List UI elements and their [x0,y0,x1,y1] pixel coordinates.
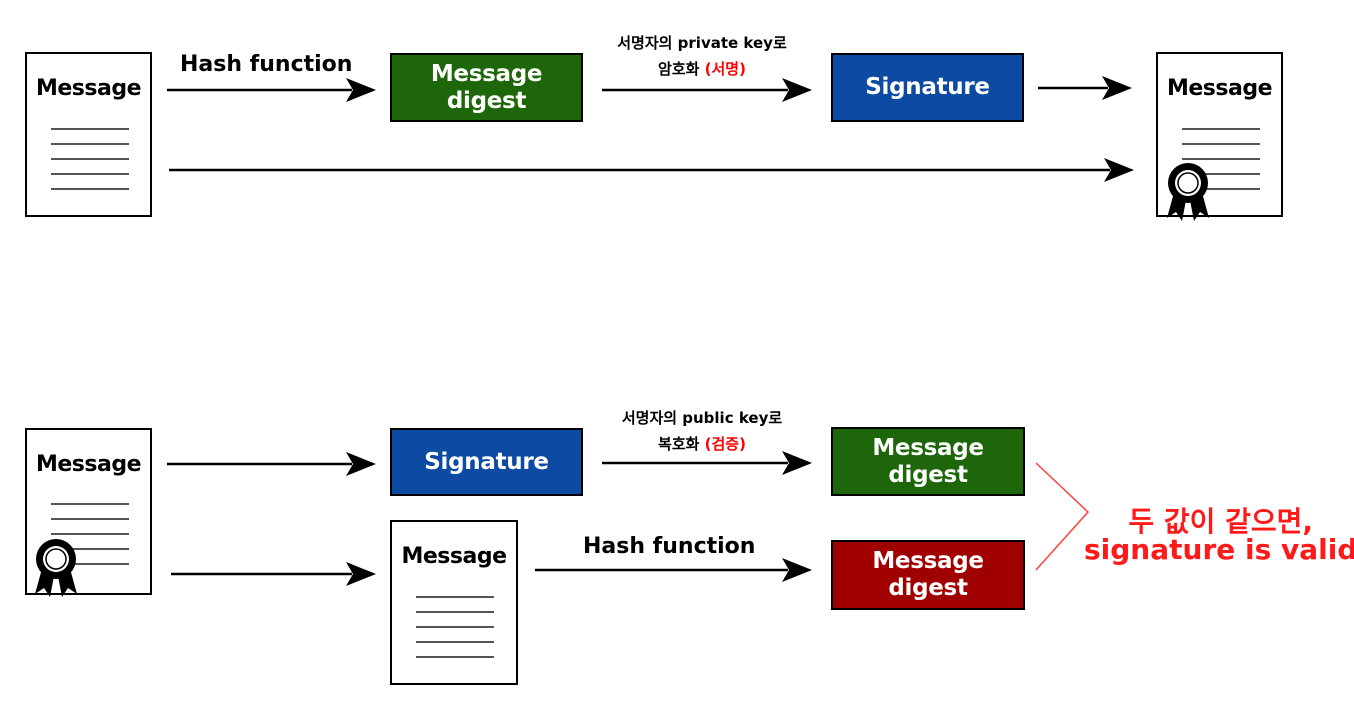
doc-text-line [1182,143,1260,145]
comparison-brace [1035,462,1090,571]
arrow-to-plain-message [171,562,376,586]
doc-text-line [416,656,494,658]
doc-text-line [1182,158,1260,160]
doc-text-line [416,611,494,613]
message-digest-box-top-label: Message digest [430,60,543,114]
doc-text-line [51,563,129,565]
source-message-title: Message [35,76,142,101]
message-digest-box-decrypted: Message digest [831,427,1025,496]
decrypt-text: 복호화 [658,435,700,453]
doc-text-line [51,533,129,535]
message-digest-hashed-label: Message digest [872,548,984,601]
validity-conclusion: 두 값이 같으면, signature is valid [1084,508,1354,564]
conclusion-line-2: signature is valid [1084,533,1354,566]
doc-text-line [416,626,494,628]
doc-text-line [51,128,129,130]
signature-box-top-label: Signature [865,74,990,100]
doc-text-line [51,188,129,190]
signature-box-top: Signature [831,53,1024,122]
verify-highlight: (검증) [704,435,746,453]
message-digest-box-hashed: Message digest [831,540,1025,610]
encrypt-text: 암호화 [658,60,700,78]
doc-text-line [51,518,129,520]
seal-icon-bottom [34,538,78,598]
hash-function-label-bottom: Hash function [583,534,756,559]
plain-message-title: Message [401,544,507,569]
received-message-title: Message [35,452,142,477]
doc-text-line [416,641,494,643]
doc-text-line [51,503,129,505]
doc-text-line [51,548,129,550]
doc-text-line [416,596,494,598]
private-key-encrypt-label: 서명자의 private key로 암호화 (서명) [590,30,814,82]
arrow-encrypt [602,78,812,102]
decrypt-line: 복호화 (검증) [590,431,814,457]
seal-icon-top [1166,162,1210,222]
doc-text-line [1182,173,1260,175]
signed-message-title: Message [1166,76,1273,101]
doc-text-line [51,143,129,145]
signature-box-bottom: Signature [390,428,583,496]
arrow-to-signature-bottom [167,452,376,476]
arrow-message-to-document [169,158,1134,182]
doc-text-line [51,173,129,175]
public-key-line: 서명자의 public key로 [621,409,783,427]
source-message-document: Message [25,52,152,217]
message-digest-decrypted-label: Message digest [872,434,984,488]
arrow-signature-to-document [1038,76,1132,100]
arrow-hash-top [167,78,376,102]
public-key-decrypt-label: 서명자의 public key로 복호화 (검증) [590,405,814,457]
arrow-hash-bottom [535,558,812,582]
message-digest-box-top: Message digest [390,53,583,122]
doc-text-line [1182,128,1260,130]
doc-text-line [51,158,129,160]
sign-highlight: (서명) [704,60,746,78]
plain-message-document: Message [390,520,518,685]
conclusion-line-1: 두 값이 같으면, [1128,505,1314,538]
private-key-line: 서명자의 private key로 [617,34,787,52]
signature-box-bottom-label: Signature [424,448,549,475]
hash-function-label-top: Hash function [180,52,353,77]
encrypt-line: 암호화 (서명) [590,56,814,82]
arrow-decrypt [602,451,812,475]
doc-text-line [1182,188,1260,190]
